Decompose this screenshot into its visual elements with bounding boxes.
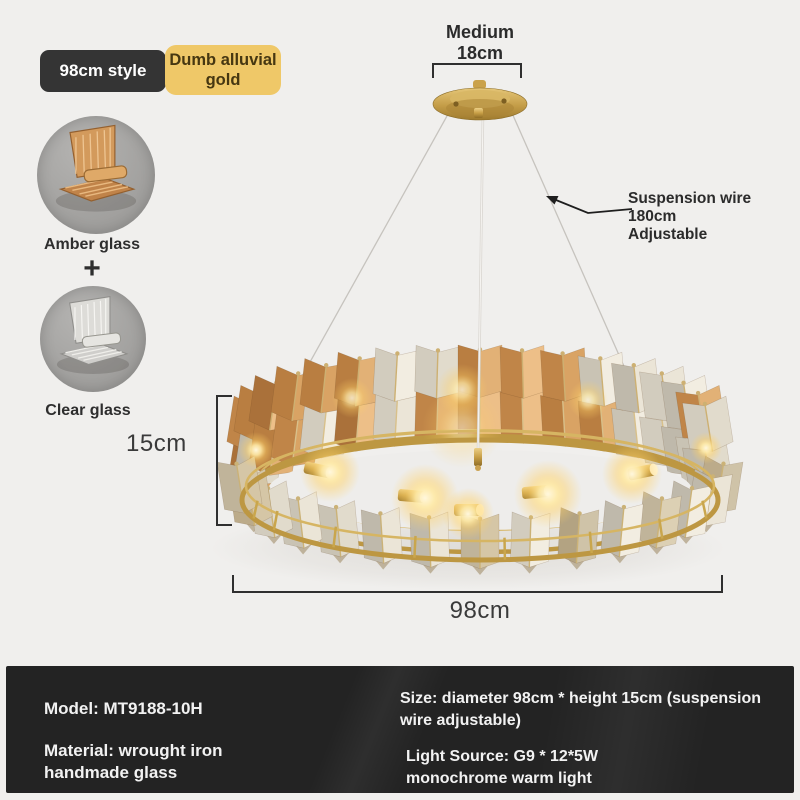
amber-glass-label: Amber glass xyxy=(43,236,141,253)
spec-light: Light Source: G9 * 12*5W monochrome warm… xyxy=(406,748,599,787)
center-cable xyxy=(474,110,485,471)
ceiling-canopy xyxy=(432,80,528,121)
size-style-badge: 98cm style xyxy=(40,50,166,92)
clear-glass-label: Clear glass xyxy=(45,402,131,419)
suspension-annotation: Suspension wire 180cm Adjustable xyxy=(628,190,752,243)
finish-variant-badge: Dumb alluvial gold xyxy=(165,45,281,95)
suspension-arrow xyxy=(546,196,633,214)
canopy-dimension-label: Medium 18cm xyxy=(445,22,514,63)
clear-glass-image xyxy=(56,295,130,374)
diameter-line xyxy=(232,575,723,593)
height-bracket xyxy=(216,395,232,526)
clear-glass-thumbnail xyxy=(40,286,146,392)
diameter-dimension-label: 98cm xyxy=(449,597,511,624)
suspension-wires xyxy=(294,103,635,390)
spec-bar: Model: MT9188-10H Material: wrought iron… xyxy=(6,666,794,793)
spec-material: Material: wrought iron handmade glass xyxy=(44,741,223,782)
dimension-lines xyxy=(216,63,723,593)
amber-glass-image xyxy=(55,124,137,212)
spec-size: Size: diameter 98cm * height 15cm (suspe… xyxy=(400,690,762,729)
glass-ring xyxy=(216,344,744,575)
height-dimension-label: 15cm xyxy=(126,430,187,457)
canopy-width-bracket xyxy=(432,63,522,78)
spec-model: Model: MT9188-10H xyxy=(44,699,203,718)
plus-separator: + xyxy=(83,252,101,285)
amber-glass-thumbnail xyxy=(37,116,155,234)
